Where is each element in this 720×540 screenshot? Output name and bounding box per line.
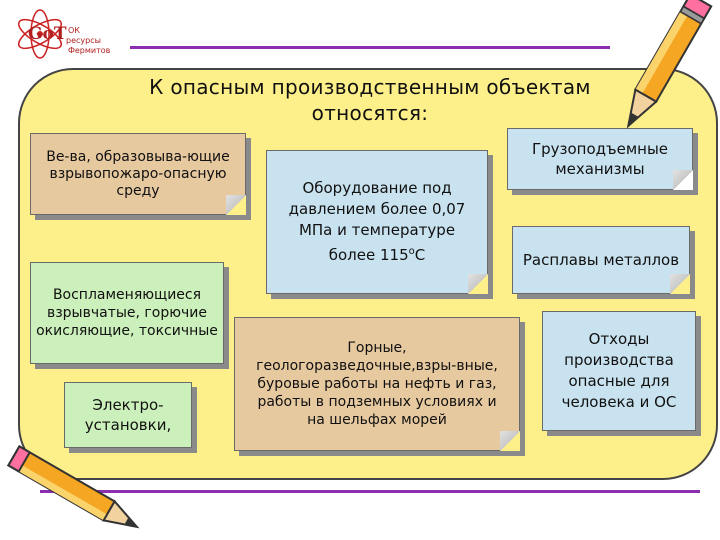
card-text: Расплавы металлов (522, 250, 680, 269)
card-pressure-equipment: Оборудование под давлением более 0,07 МП… (266, 150, 488, 294)
card-mining-works: Горные, геологоразведочные,взры-вные, бу… (234, 317, 520, 451)
card-text: Оборудование под давлением более 0,07 МП… (288, 179, 466, 264)
atom-icon (17, 9, 63, 59)
card-text: Горные, геологоразведочные,взры-вные, бу… (256, 340, 498, 428)
title-line-1: К опасным производственным объектам (149, 75, 591, 99)
pencil-icon (7, 444, 140, 529)
card-text: Воспламеняющиеся взрывчатые, горючие оки… (36, 287, 218, 339)
card-molten-metals: Расплавы металлов (512, 226, 690, 294)
logo: GoT ОК ресурсы Фермитов (8, 4, 128, 62)
logo-letters: GoT (28, 24, 67, 44)
logo-line3: Фермитов (68, 46, 111, 55)
card-text: Ве-ва, образовыва-ющие взрывопожаро-опас… (46, 148, 230, 199)
card-explosive-substances: Ве-ва, образовыва-ющие взрывопожаро-опас… (30, 133, 246, 215)
pencil-icon (626, 0, 713, 129)
header-divider (130, 46, 610, 49)
title-line-2: относятся: (311, 101, 429, 125)
footer-divider (40, 490, 700, 493)
card-unit: С (414, 246, 426, 264)
card-electrical-installations: Электро-установки, (64, 382, 192, 448)
slide-title: К опасным производственным объектам отно… (110, 74, 630, 126)
logo-line2: ресурсы (66, 36, 101, 45)
card-flammable-substances: Воспламеняющиеся взрывчатые, горючие оки… (30, 262, 224, 364)
card-text: Отходы производства опасные для человека… (561, 330, 677, 411)
card-lifting-mechanisms: Грузоподъемные механизмы (507, 128, 693, 190)
card-hazardous-waste: Отходы производства опасные для человека… (542, 311, 696, 431)
logo-line1: ОК (68, 26, 80, 35)
card-text: Электро-установки, (84, 396, 172, 434)
degree-sign: о (408, 246, 415, 257)
card-text: Грузоподъемные механизмы (531, 140, 669, 178)
